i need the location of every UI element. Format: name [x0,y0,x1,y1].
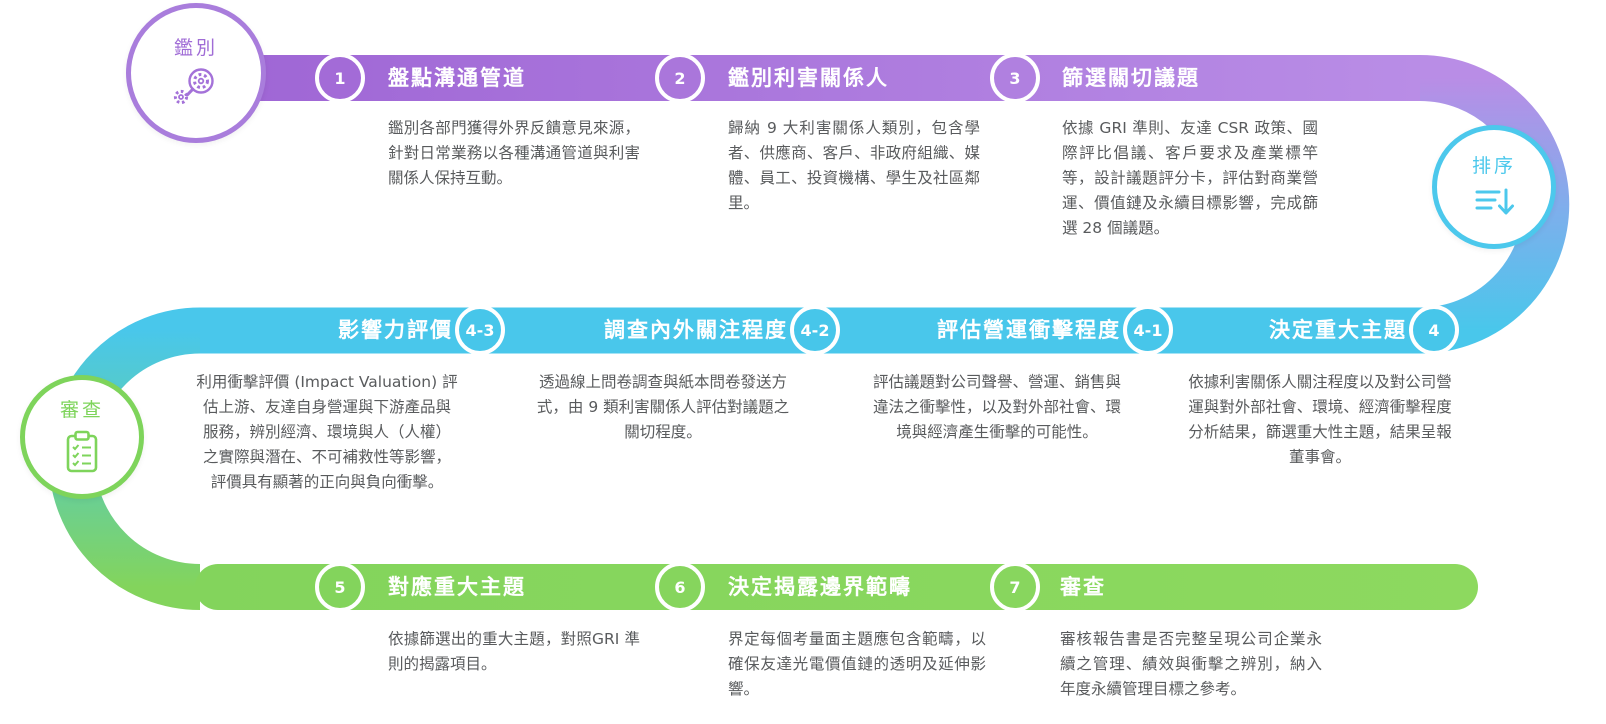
step-number-6-text: 6 [674,577,686,597]
step-number-4-1: 4-1 [1123,305,1173,355]
step-number-7: 7 [990,562,1040,612]
step-number-4-3: 4-3 [455,305,505,355]
step-5-description: 依據篩選出的重大主題，對照GRI 準則的揭露項目。 [388,630,640,673]
step-number-4: 4 [1409,305,1459,355]
stage-review: 審查 [20,375,144,499]
step-number-5-text: 5 [334,577,346,597]
step-number-4-2: 4-2 [790,305,840,355]
stage-identify: 鑑別 [126,3,266,143]
step-3-description: 依據 GRI 準則、友達 CSR 政策、國際評比倡議、客戶要求及產業標竿等，設計… [1062,119,1318,237]
step-2-description: 歸納 9 大利害關係人類別，包含學者、供應商、客戶、非政府組織、媒體、員工、投資… [728,119,980,212]
step-7-title: 審查 [1060,575,1106,599]
stage-identify-label: 鑑別 [173,37,218,59]
step-4-3-title: 影響力評價 [338,318,453,342]
stage-rank: 排序 [1432,125,1556,249]
stage-rank-label: 排序 [1471,155,1516,177]
step-number-2: 2 [655,53,705,103]
step-5-title: 對應重大主題 [388,575,526,599]
step-3-title: 篩選關切議題 [1062,66,1200,90]
step-number-3: 3 [990,53,1040,103]
step-number-4-3-text: 4-3 [465,320,495,340]
step-1-title: 盤點溝通管道 [388,66,526,90]
step-number-1: 1 [315,53,365,103]
step-number-4-1-text: 4-1 [1133,320,1163,340]
step-4-2-description: 透過線上問卷調查與紙本問卷發送方式，由 9 類利害關係人評估對議題之關切程度。 [536,373,790,441]
step-number-6: 6 [655,562,705,612]
step-6-title: 決定揭露邊界範疇 [728,575,912,599]
step-4-1-title: 評估營運衝擊程度 [937,318,1121,342]
step-4-3-description: 利用衝擊評價 (Impact Valuation) 評估上游、友達自身營運與下游… [196,373,458,491]
step-1-description: 鑑別各部門獲得外界反饋意見來源，針對日常業務以各種溝通管道與利害關係人保持互動。 [388,119,640,187]
sort-descending-icon [1471,185,1517,223]
step-number-7-text: 7 [1009,577,1021,597]
step-number-2-text: 2 [674,68,686,88]
step-2-title: 鑑別利害關係人 [728,66,889,90]
step-4-1-description: 評估議題對公司聲譽、營運、銷售與違法之衝擊性，以及對外部社會、環境與經濟產生衝擊… [872,373,1121,441]
stage-review-label: 審查 [59,399,104,421]
step-6-description: 界定每個考量面主題應包含範疇，以確保友達光電價值鏈的透明及延伸影響。 [728,630,986,698]
clipboard-checklist-icon [61,429,103,479]
step-number-4-text: 4 [1428,320,1440,340]
step-7-description: 審核報告書是否完整呈現公司企業永續之管理、績效與衝擊之辨別，納入年度永續管理目標… [1060,630,1322,698]
step-number-3-text: 3 [1009,68,1021,88]
step-number-1-text: 1 [334,68,346,88]
step-number-5: 5 [315,562,365,612]
step-number-4-2-text: 4-2 [800,320,830,340]
step-4-2-title: 調查內外關注程度 [604,318,788,342]
step-4-description: 依據利害關係人關注程度以及對公司營運與對外部社會、環境、經濟衝擊程度分析結果，篩… [1188,373,1452,466]
magnifier-gear-icon [171,67,221,113]
step-4-title: 決定重大主題 [1269,318,1407,342]
